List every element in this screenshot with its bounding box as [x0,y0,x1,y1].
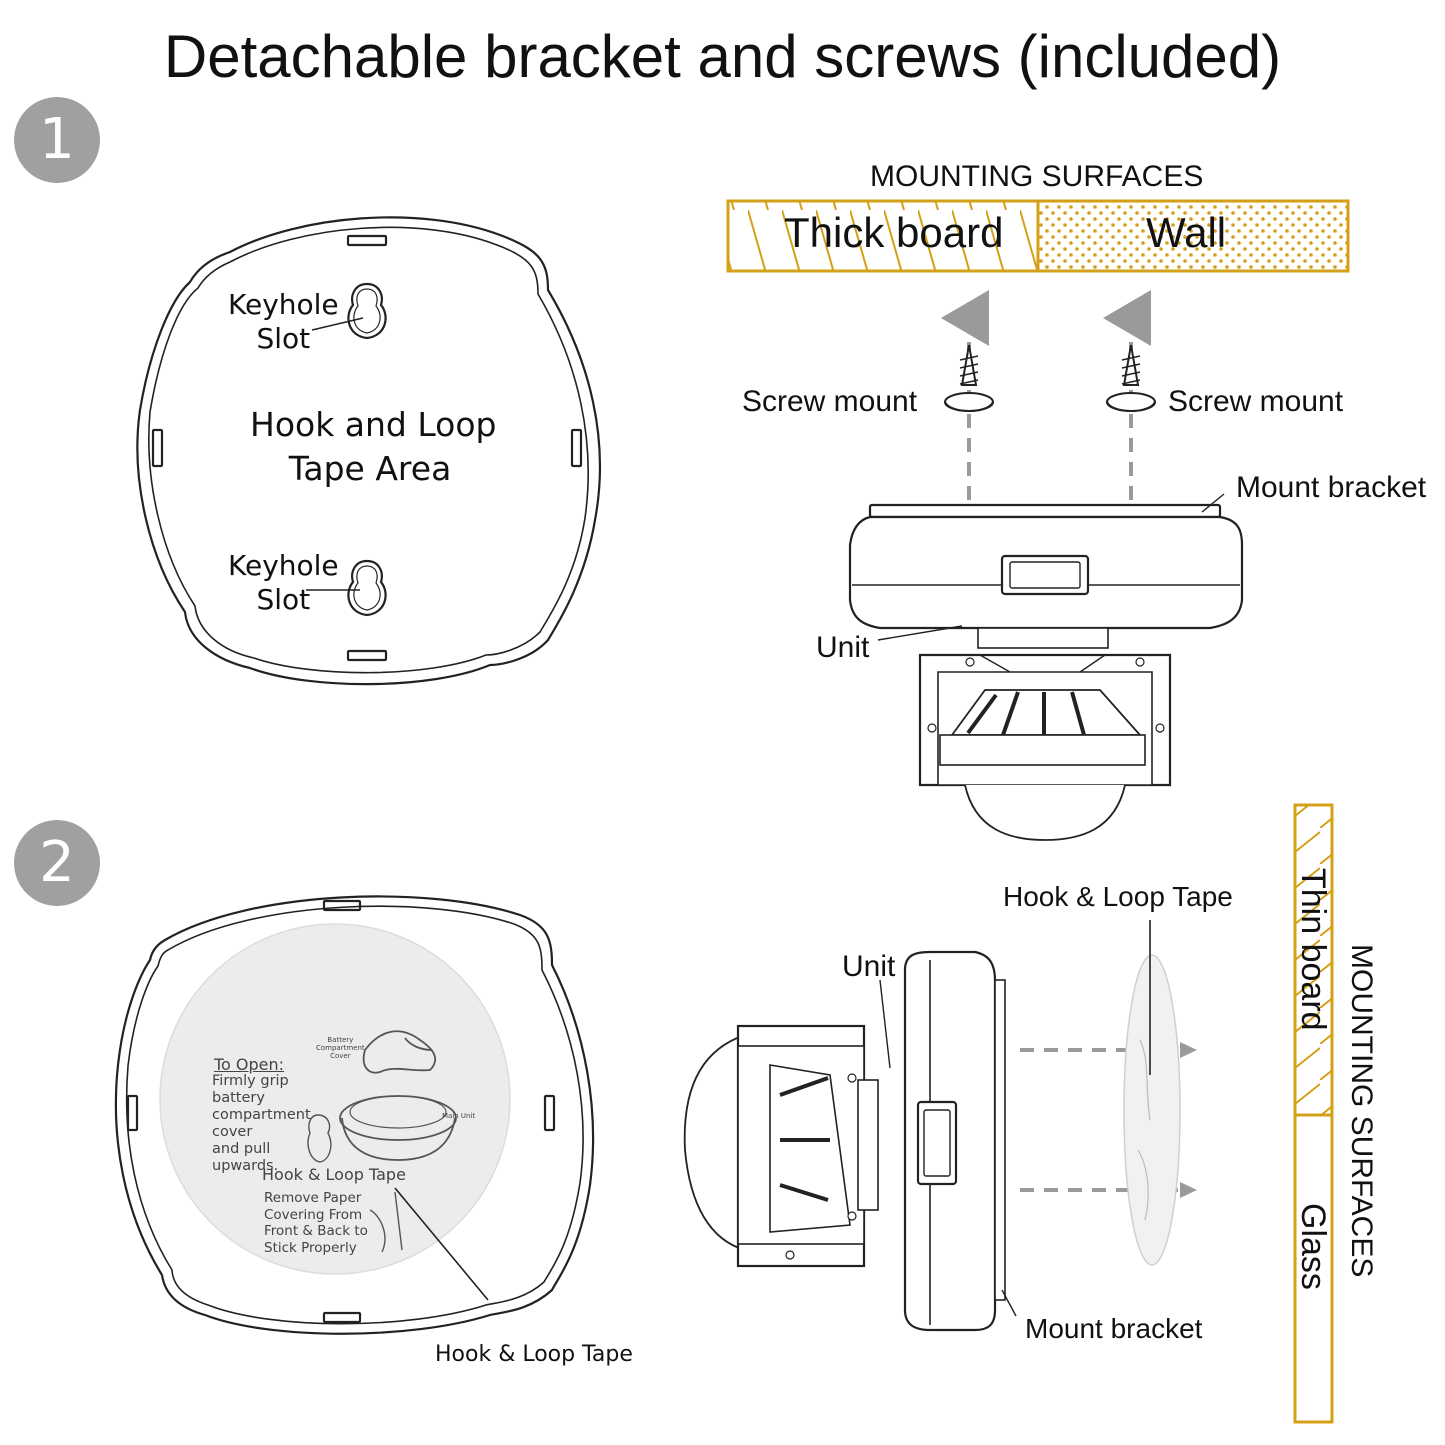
back-plate-2 [114,895,595,1335]
mounting-surfaces-title-1: MOUNTING SURFACES [870,160,1204,193]
mounting-surfaces-bar-2 [1293,803,1334,1424]
mounting-surfaces-title-2: MOUNTING SURFACES [1345,944,1378,1278]
screw-mount-label-left: Screw mount [742,385,918,418]
disc-tape-title: Hook & Loop Tape [262,1165,406,1184]
screw-arrows-1 [941,290,1151,500]
surface-glass: Glass [1294,1203,1332,1290]
to-open-text: Firmly grip battery compartment cover an… [212,1073,311,1174]
page-title: Detachable bracket and screws (included) [163,23,1282,90]
back-plate-1 [136,216,601,686]
mount-bracket-label-2: Mount bracket [1025,1313,1203,1344]
disc-illustration [307,1030,489,1301]
mount-bracket-label-1: Mount bracket [1236,471,1427,504]
disc-tape-text: Remove Paper Covering From Front & Back … [264,1190,368,1256]
battery-cover-label: Battery Compartment Cover [316,1036,365,1060]
hook-loop-label-bottom: Hook & Loop Tape [435,1342,633,1367]
surface-thick-board: Thick board [784,209,1004,256]
screws-1 [944,344,1156,412]
screw-mount-label-right: Screw mount [1168,385,1344,418]
unit-label-2: Unit [842,950,896,983]
to-open-title: To Open: [214,1055,285,1074]
main-unit-label: Main Unit [442,1112,476,1120]
unit-label-1: Unit [816,631,870,664]
surface-wall: Wall [1146,209,1227,256]
hook-loop-label-top: Hook & Loop Tape [1003,881,1233,912]
tape-disc [159,923,511,1275]
tape-area-label: Hook and Loop Tape Area [250,405,497,488]
unit-side-1 [848,493,1244,841]
step-number-2: 2 [14,820,100,906]
hook-loop-tape-piece [1123,920,1181,1266]
keyhole-label-top: Keyhole Slot [228,288,339,355]
step-number-1: 1 [14,97,100,183]
mounting-surfaces-bar-1 [726,199,1350,273]
surface-thin-board: Thin board [1294,868,1332,1031]
keyhole-label-bottom: Keyhole Slot [228,549,339,616]
unit-side-2 [683,950,1017,1332]
